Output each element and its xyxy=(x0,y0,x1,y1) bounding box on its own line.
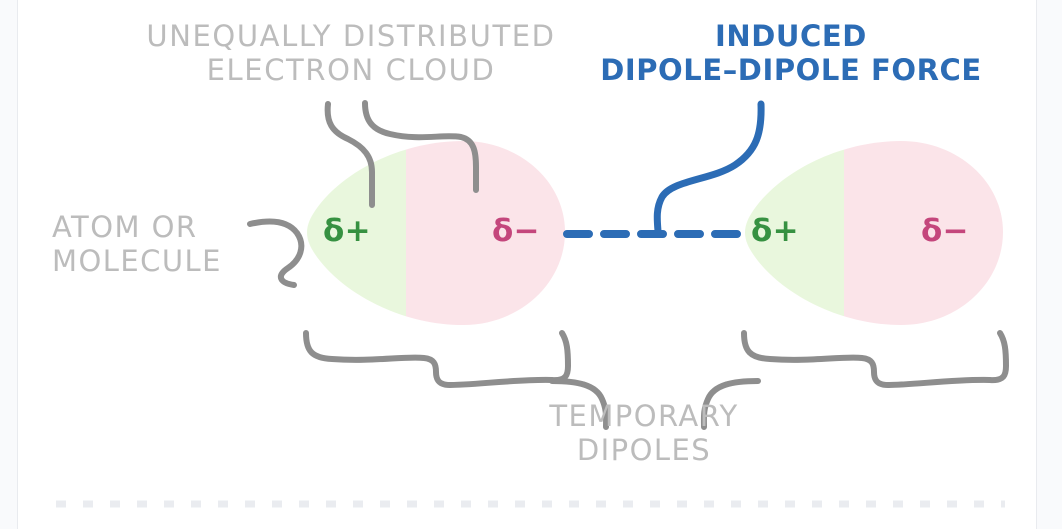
left-molecule xyxy=(307,141,565,325)
induced-force-pointer-line xyxy=(653,100,765,235)
atom-or-molecule-pointer-line xyxy=(247,218,305,288)
left-brace-tail xyxy=(549,378,610,430)
left-molecule-positive-region xyxy=(307,141,406,325)
left-molecule-negative-region xyxy=(406,141,565,325)
electron-cloud-pointer-right xyxy=(362,100,480,193)
right-temporary-dipole-brace xyxy=(741,330,1010,389)
right-molecule-negative-region xyxy=(844,141,1003,325)
right-brace-tail xyxy=(700,378,761,430)
electron-cloud-pointer-left xyxy=(324,101,375,208)
right-molecule-positive-region xyxy=(745,141,844,325)
right-molecule xyxy=(745,141,1003,325)
left-temporary-dipole-brace xyxy=(303,330,572,389)
